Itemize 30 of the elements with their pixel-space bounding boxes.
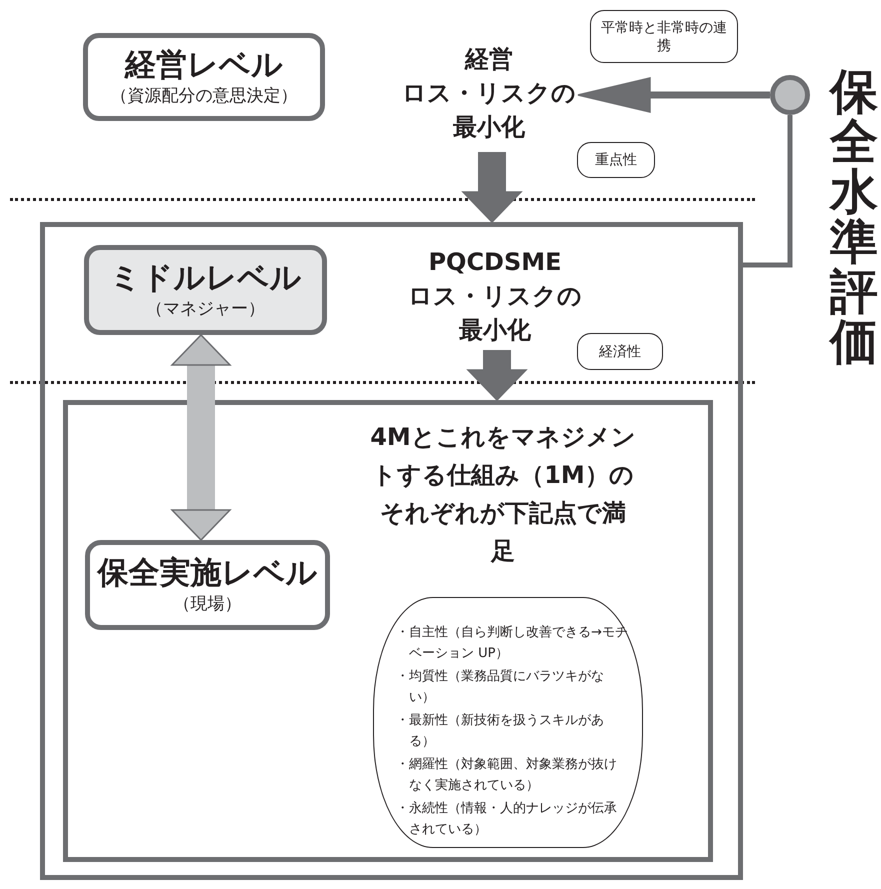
section-frame	[40, 222, 743, 880]
level-box	[84, 245, 327, 335]
double-arrow	[171, 334, 231, 541]
goal-heading: 経営	[464, 44, 514, 75]
goal-text: ロス・リスクの最小化	[401, 78, 577, 143]
note-bubble: 経済性	[577, 333, 663, 370]
level-box	[83, 33, 325, 121]
block-arrow	[467, 350, 527, 401]
level-box	[85, 540, 330, 630]
criteria-item: ・自主性（自ら判断し改善できる→モチベーション UP）	[396, 624, 628, 663]
criteria-item: ・最新性（新技術を扱うスキルがある）	[396, 712, 605, 751]
goal-heading: PQCDSME	[427, 247, 563, 278]
connector-line	[743, 115, 792, 268]
criteria-item: ・永続性（情報・人的ナレッジが伝承されている）	[396, 800, 618, 839]
level-title: ミドルレベル	[110, 259, 302, 297]
level-subtitle: （マネジャー）	[146, 298, 265, 321]
goal-text: 4Mとこれをマネジメントする仕組み（1M）のそれぞれが下記点で満足	[370, 422, 636, 567]
level-title: 保全実施レベル	[98, 554, 318, 592]
level-subtitle: （現場）	[174, 593, 242, 616]
criteria-item: ・均質性（業務品質にバラツキがない）	[396, 668, 605, 707]
level-subtitle: （資源配分の意思決定）	[110, 85, 298, 108]
note-bubble: 重点性	[577, 142, 655, 178]
criteria-item: ・網羅性（対象範囲、対象業務が抜けなく実施されている）	[396, 756, 618, 795]
section-frame	[63, 400, 713, 862]
arrow	[577, 77, 770, 113]
level-title: 経営レベル	[125, 46, 283, 84]
connector-dot	[770, 75, 810, 115]
vertical-title: 保全水準評価	[830, 67, 878, 367]
block-arrow	[462, 152, 522, 223]
note-bubble: 平常時と非常時の連携	[590, 10, 738, 63]
